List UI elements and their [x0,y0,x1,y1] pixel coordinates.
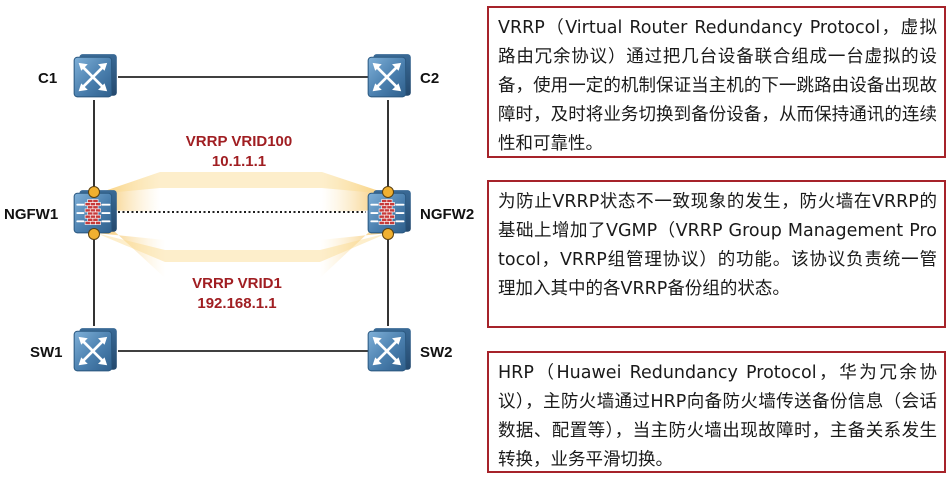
vrrp-upper-glow [96,172,388,212]
label-ngfw2: NGFW2 [420,206,474,223]
vrrp-description-text: VRRP（Virtual Router Redundancy Protocol，… [498,18,937,154]
router-c2 [366,52,413,99]
label-sw2: SW2 [420,344,453,361]
vrrp-upper-name: VRRP VRID100 [186,133,292,150]
label-c1: C1 [38,70,57,87]
switch-sw1 [72,326,119,373]
hrp-description-text: HRP（Huawei Redundancy Protocol，华为冗余协议），主… [498,363,937,470]
vrrp-lower-glow [96,218,388,278]
network-topology-diagram: C1 C2 NGFW1 NGFW2 SW1 SW2 VRRP VRID100 1… [4,52,474,373]
vrrp-lower-ip: 192.168.1.1 [197,295,276,312]
label-ngfw1: NGFW1 [4,206,58,223]
vgmp-description-box: 为防止VRRP状态不一致现象的发生，防火墙在VRRP的基础上增加了VGMP（VR… [487,180,946,328]
switch-icon [72,326,119,373]
vrrp-lower-name: VRRP VRID1 [192,275,282,292]
router-c1 [72,52,119,99]
vrrp-interface-dots [88,186,394,240]
switch-sw2 [366,326,413,373]
vrrp-description-box: VRRP（Virtual Router Redundancy Protocol，… [487,6,946,158]
ngfw1-lower-interface [88,228,100,240]
router-icon [366,52,413,99]
label-sw1: SW1 [30,344,63,361]
ngfw1-upper-interface [88,186,100,198]
hrp-description-box: HRP（Huawei Redundancy Protocol，华为冗余协议），主… [487,351,946,473]
network-links [93,76,389,352]
label-c2: C2 [420,70,439,87]
vgmp-description-text: 为防止VRRP状态不一致现象的发生，防火墙在VRRP的基础上增加了VGMP（VR… [498,192,937,299]
router-icon [72,52,119,99]
ngfw2-lower-interface [382,228,394,240]
ngfw2-upper-interface [382,186,394,198]
switch-icon [366,326,413,373]
vrrp-upper-ip: 10.1.1.1 [212,153,266,170]
